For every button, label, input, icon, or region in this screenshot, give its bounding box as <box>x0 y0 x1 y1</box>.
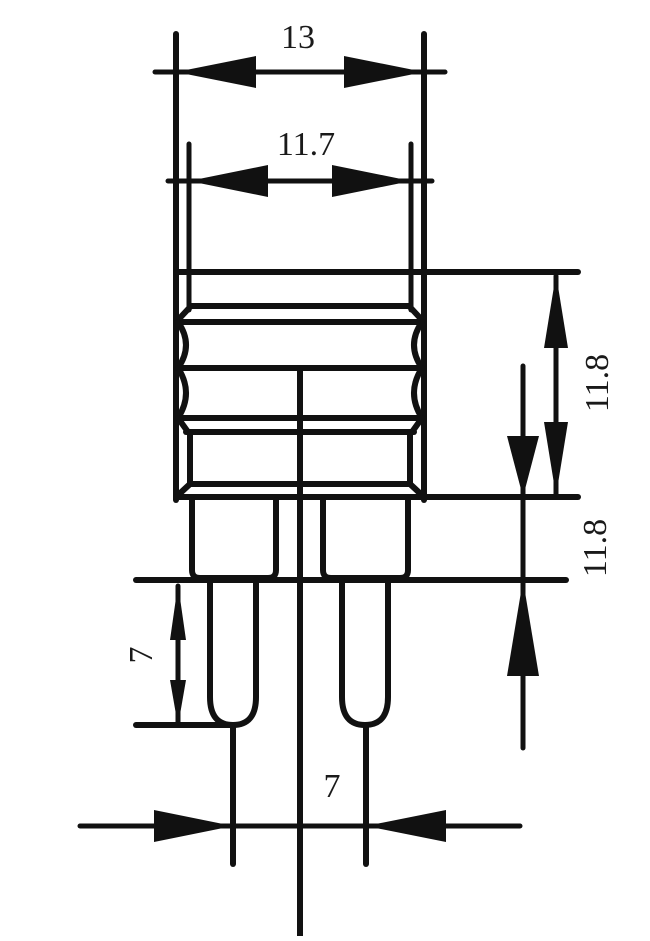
dim-label-pin-length: 7 <box>123 647 160 664</box>
dim-label-shoulder-height: 11.8 <box>577 519 614 577</box>
dim-label-pin-spacing: 7 <box>324 768 341 805</box>
dimension-pin-spacing: 7 <box>77 768 523 842</box>
dim-label-inner-width: 11.7 <box>277 126 335 163</box>
pin-right <box>339 577 391 867</box>
dimension-shoulder-height: 11.8 <box>507 363 614 751</box>
dimension-body-height: 11.8 <box>544 273 616 497</box>
dimension-pin-length: 7 <box>123 583 186 726</box>
dim-label-body-height: 11.8 <box>579 354 616 412</box>
connector-body <box>173 269 581 500</box>
pin-shoulder-right <box>320 497 411 581</box>
dimension-inner-width: 11.7 <box>165 126 435 313</box>
dimension-outer-width: 13 <box>152 19 448 503</box>
pin-shoulder-left <box>189 497 279 581</box>
dim-label-outer-width: 13 <box>281 19 315 56</box>
